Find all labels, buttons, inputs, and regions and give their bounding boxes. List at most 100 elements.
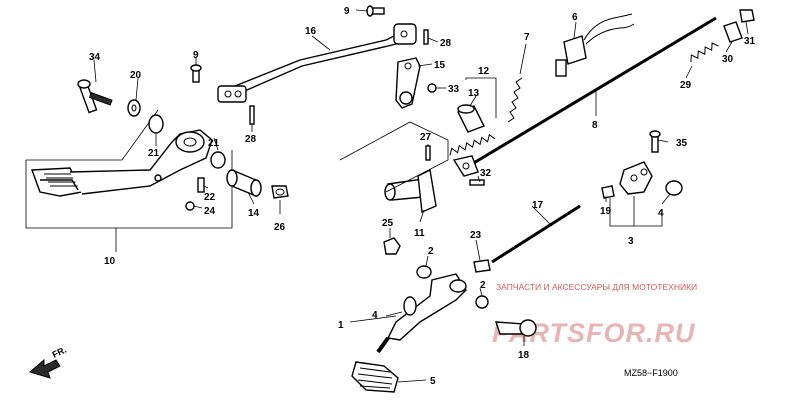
callout-1: 1 [338,320,344,331]
bolt-9-upper [366,5,385,17]
rod-joint-left [217,85,247,103]
nut-24 [185,201,195,211]
linkage-3-group [601,130,683,227]
bracket-11 [339,121,449,193]
nut-31 [739,9,755,23]
cap-30 [723,21,743,43]
callout-4: 4 [372,310,378,321]
brake-pedal [31,129,213,197]
callout-10: 10 [104,256,116,267]
callout-14: 14 [248,208,260,219]
callout-34: 34 [89,52,101,63]
bolt-33 [427,83,437,93]
pin-27 [425,145,431,161]
callout-20: 20 [130,70,142,81]
shift-rod-17 [491,204,581,264]
callout-7: 7 [524,32,530,43]
front-direction-arrow: FR. [28,345,68,379]
bolt-34 [77,79,113,114]
collar-14 [226,168,262,198]
bracket-12 [465,77,497,118]
callout-28: 28 [440,38,452,49]
callout-4: 4 [658,208,664,219]
brake-arm-group [339,57,523,255]
shift-rod-group [473,204,581,273]
cotter-pin-28-upper [423,29,429,45]
shift-pedal-group [349,265,537,393]
nut-25 [383,237,401,255]
callout-29: 29 [680,80,692,91]
shift-arm-18 [495,319,537,337]
spring-7 [507,77,523,123]
callout-33: 33 [448,84,460,95]
bracket-10 [25,160,117,252]
callout-21: 21 [148,148,160,159]
bolt-9-left [190,64,202,83]
nut-23 [473,259,491,273]
bracket-10-top [26,109,159,161]
callout-28: 28 [245,134,257,145]
joint-3 [619,161,653,195]
bolt-22 [197,177,205,193]
stop-switch-6 [555,13,635,77]
rubber-5 [351,361,399,393]
leader-lines [93,9,749,383]
nut-4-upper [665,180,683,196]
callout-21: 21 [208,138,220,149]
callout-13: 13 [468,88,480,99]
callout-6: 6 [572,12,578,23]
callout-23: 23 [470,230,482,241]
watermark: ЗАПЧАСТИ И АКСЕССУАРЫ ДЛЯ МОТОТЕХНИКИ PA… [492,282,697,348]
callout-31: 31 [744,36,756,47]
adjuster-rod-8 [452,16,717,177]
callouts: 34 20 9 9 16 28 28 15 12 13 7 6 31 30 29… [89,6,756,387]
cotter-pin-28-lower [249,105,255,125]
callout-2: 2 [480,280,486,291]
callout-30: 30 [722,54,734,65]
callout-26: 26 [274,222,286,233]
brake-pedal-group [25,79,289,252]
bolt-35 [649,130,661,153]
bracket-3 [609,198,663,227]
sleeve-13 [457,104,485,133]
stop-switch-group [452,9,755,177]
bolt-32 [469,179,485,186]
brake-arm-15 [395,57,421,109]
callout-5: 5 [430,376,436,387]
callout-12: 12 [478,66,490,77]
callout-9: 9 [193,50,199,61]
callout-27: 27 [420,132,432,143]
callout-25: 25 [382,218,394,229]
callout-8: 8 [592,120,598,131]
callout-15: 15 [434,60,446,71]
shift-pedal-1 [376,273,467,354]
callout-19: 19 [600,206,612,217]
rod-joint-right [393,23,417,45]
seal-21-upper [148,114,164,134]
nut-26 [271,185,289,199]
arrow-icon [28,358,61,379]
spring-12 [449,133,496,156]
callout-18: 18 [518,350,530,361]
callout-2: 2 [428,246,434,257]
callout-3: 3 [628,236,634,247]
callout-11: 11 [414,228,425,239]
brake-rod-group [190,5,429,125]
pivot-shaft-11 [384,168,437,214]
nut-19 [601,185,615,199]
diagram-code: MZ58−F1900 [624,368,678,378]
callout-32: 32 [480,168,492,179]
spring-29 [690,42,719,63]
callout-17: 17 [532,200,544,211]
washer-20 [127,99,141,117]
washer-2-lower [475,295,489,309]
watermark-caption: ЗАПЧАСТИ И АКСЕССУАРЫ ДЛЯ МОТОТЕХНИКИ [496,282,697,292]
direction-label: FR. [51,345,68,360]
callout-22: 22 [204,192,216,203]
seal-21-lower [210,151,226,169]
callout-35: 35 [676,138,688,149]
callout-9: 9 [344,6,350,17]
bracket-1 [349,315,397,323]
callout-24: 24 [204,206,216,217]
